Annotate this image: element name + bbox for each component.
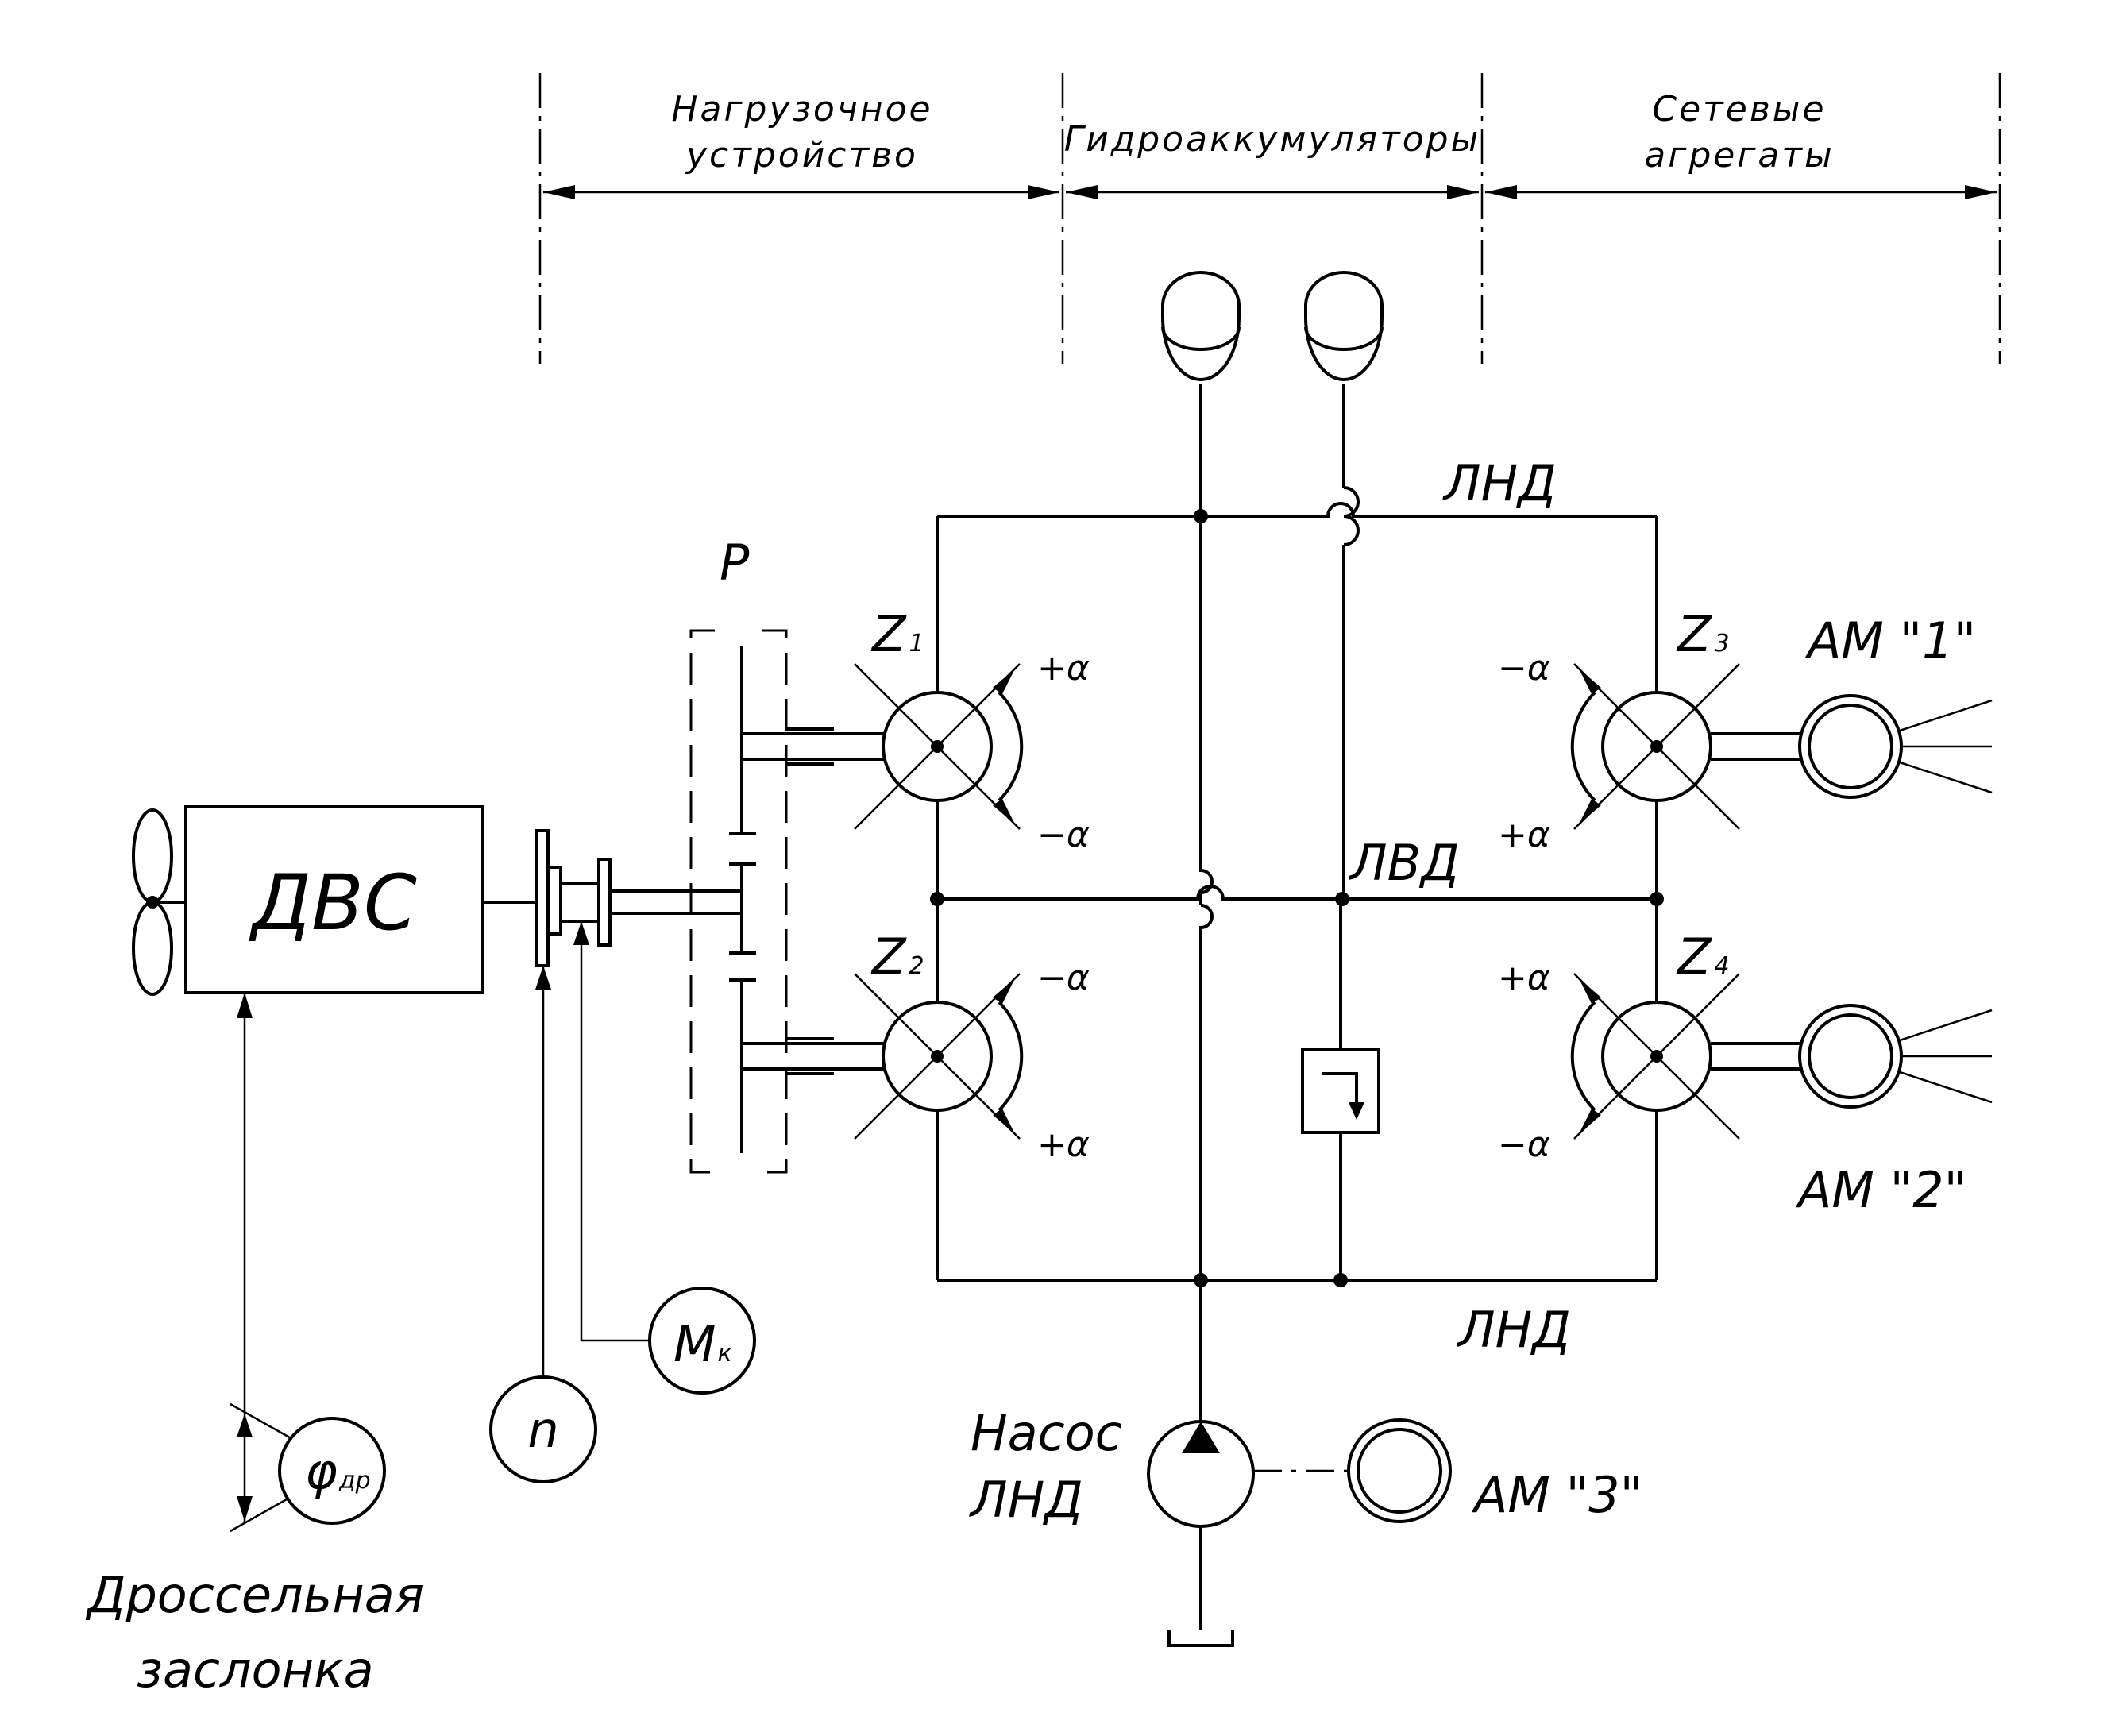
accumulator-1 xyxy=(1161,271,1241,381)
alpha-z4-bottom: −α xyxy=(1498,1125,1550,1165)
alpha-z2-bottom: +α xyxy=(1037,1125,1090,1165)
throttle-sensor-label: φдр xyxy=(305,1442,371,1500)
line-junctions xyxy=(930,509,1664,1287)
label-lvd: ЛВД xyxy=(1349,834,1460,892)
engine-dvs xyxy=(154,805,484,994)
reducer xyxy=(610,629,885,1174)
speed-sensor xyxy=(489,966,597,1483)
section-boundaries xyxy=(538,73,2001,364)
hydraulic-lines xyxy=(936,384,1658,1630)
alpha-z3-top: −α xyxy=(1498,648,1550,689)
label-lnd-top: ЛНД xyxy=(1442,454,1557,512)
torque-sensor xyxy=(573,921,756,1395)
alpha-z1-top: +α xyxy=(1037,648,1090,689)
alpha-z2-top: −α xyxy=(1037,958,1090,998)
section-accumulators: Гидроаккумуляторы xyxy=(1064,119,1481,160)
motor-am3 xyxy=(1347,1418,1452,1523)
pump-label-line1: Насос xyxy=(971,1404,1122,1462)
relief-valve xyxy=(1301,1048,1380,1134)
section-network-units-line1: Сетевые xyxy=(1652,89,1826,129)
engine-label: ДВС xyxy=(249,858,417,947)
machine-centers xyxy=(931,740,1663,1063)
pump-label-line2: ЛНД xyxy=(969,1471,1083,1529)
alpha-z1-bottom: −α xyxy=(1037,815,1090,855)
label-am2: АМ "2" xyxy=(1795,1161,1966,1219)
pump-lnd xyxy=(1147,1420,1349,1647)
accumulator-2 xyxy=(1304,271,1384,381)
section-network-units-line2: агрегаты xyxy=(1644,135,1835,176)
motor-am2 xyxy=(1798,1004,1993,1109)
label-am1: АМ "1" xyxy=(1804,611,1976,669)
motor-am1 xyxy=(1798,694,1993,799)
section-load-device-line1: Нагрузочное xyxy=(671,89,932,129)
throttle-caption-line1: Дроссельная xyxy=(85,1566,424,1624)
coupling xyxy=(483,829,612,967)
shaft-z4-am2 xyxy=(1711,1042,1804,1071)
shaft-z3-am1 xyxy=(1711,732,1804,761)
label-am3: АМ "3" xyxy=(1471,1466,1642,1524)
alpha-z4-top: +α xyxy=(1498,958,1550,998)
speed-sensor-label: n xyxy=(527,1401,558,1459)
label-lnd-bottom: ЛНД xyxy=(1457,1301,1571,1359)
throttle-caption-line2: заслонка xyxy=(137,1641,374,1699)
throttle-sensor xyxy=(230,993,386,1533)
section-load-device-line2: устройство xyxy=(685,135,918,176)
fan-icon xyxy=(132,808,173,996)
torque-sensor-label: Мк xyxy=(673,1315,732,1373)
label-reducer: Р xyxy=(720,534,750,592)
dimension-arrows xyxy=(543,185,1997,199)
alpha-z3-bottom: +α xyxy=(1498,815,1550,855)
